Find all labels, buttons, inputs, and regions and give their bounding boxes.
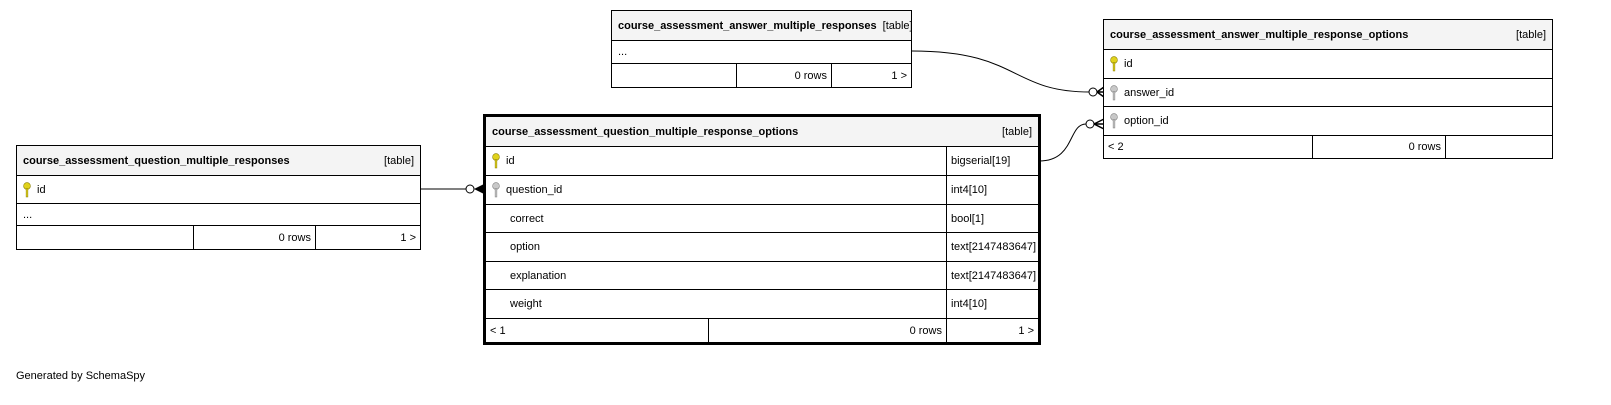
column-name: option_id xyxy=(1124,115,1169,127)
footer-children[interactable]: 1 > xyxy=(831,64,911,87)
primary-key-icon xyxy=(17,181,37,198)
column-name: option xyxy=(510,241,540,253)
table-tag: [table] xyxy=(1516,28,1546,41)
column-row-option: option text[2147483647] xyxy=(486,232,1038,261)
link-answer-id-zero-marker xyxy=(1088,87,1098,97)
table-tag: [table] xyxy=(1002,125,1032,138)
footer-row-count: 0 rows xyxy=(193,226,315,249)
table-tag: [table] xyxy=(882,19,911,32)
primary-key-icon xyxy=(1104,56,1124,72)
table-footer: < 2 0 rows xyxy=(1104,135,1552,158)
column-row-question-id: question_id int4[10] xyxy=(486,175,1038,204)
table-header: course_assessment_question_multiple_resp… xyxy=(486,117,1038,146)
column-name: id xyxy=(37,183,46,196)
more-columns: ... xyxy=(17,203,420,225)
column-row-id: id bigserial[19] xyxy=(486,146,1038,175)
footer-parents[interactable]: < 2 xyxy=(1108,141,1124,153)
footer-children xyxy=(1445,136,1552,158)
column-name: question_id xyxy=(506,184,563,196)
column-name: correct xyxy=(510,212,544,225)
table-header: course_assessment_answer_multiple_respon… xyxy=(1104,20,1552,49)
foreign-key-icon xyxy=(1104,84,1124,101)
column-row-correct: correct bool[1] xyxy=(486,204,1038,232)
column-type: text[2147483647] xyxy=(946,262,1038,289)
foreign-key-icon xyxy=(1104,113,1124,129)
link-option-id xyxy=(1038,123,1087,162)
footer-children[interactable]: 1 > xyxy=(315,226,420,249)
generated-by-credit: Generated by SchemaSpy xyxy=(16,370,146,382)
table-answer-multiple-responses[interactable]: course_assessment_answer_multiple_respon… xyxy=(611,10,912,88)
link-answer-id xyxy=(911,50,1091,93)
table-footer: < 1 0 rows 1 > xyxy=(486,318,1038,342)
column-row-id: id xyxy=(17,175,420,203)
link-answer-id-crowfoot xyxy=(1096,86,1105,98)
column-row-id: id xyxy=(1104,49,1552,78)
table-header: course_assessment_question_multiple_resp… xyxy=(17,146,420,175)
footer-row-count: 0 rows xyxy=(1312,136,1445,158)
column-name: id xyxy=(1124,58,1133,70)
column-type: int4[10] xyxy=(946,176,1038,204)
column-type: int4[10] xyxy=(946,290,1038,318)
column-type: bool[1] xyxy=(946,205,1038,232)
foreign-key-icon xyxy=(486,182,506,198)
table-header: course_assessment_answer_multiple_respon… xyxy=(612,11,911,40)
footer-parents xyxy=(17,226,193,249)
link-question-id-zero-marker xyxy=(465,184,475,194)
footer-parents xyxy=(612,64,736,87)
primary-key-icon xyxy=(486,153,506,169)
column-name: explanation xyxy=(510,269,567,282)
table-footer: 0 rows 1 > xyxy=(17,225,420,249)
link-option-id-crowfoot xyxy=(1093,118,1105,130)
table-question-multiple-responses[interactable]: course_assessment_question_multiple_resp… xyxy=(16,145,421,250)
column-name: id xyxy=(506,155,515,167)
column-row-option-id: option_id xyxy=(1104,106,1552,135)
column-row-weight: weight int4[10] xyxy=(486,289,1038,318)
table-name: course_assessment_question_multiple_resp… xyxy=(492,125,799,138)
more-columns: ... xyxy=(612,40,911,63)
footer-row-count: 0 rows xyxy=(708,319,946,342)
column-type: text[2147483647] xyxy=(946,233,1038,261)
footer-children[interactable]: 1 > xyxy=(946,319,1038,342)
table-name: course_assessment_question_multiple_resp… xyxy=(23,154,290,167)
table-tag: [table] xyxy=(384,154,414,167)
column-row-explanation: explanation text[2147483647] xyxy=(486,261,1038,289)
footer-row-count: 0 rows xyxy=(736,64,831,87)
table-name: course_assessment_answer_multiple_respon… xyxy=(618,19,877,32)
column-name: answer_id xyxy=(1124,86,1175,99)
column-type: bigserial[19] xyxy=(946,147,1038,175)
link-question-id-crowfoot xyxy=(474,184,484,194)
column-row-answer-id: answer_id xyxy=(1104,78,1552,106)
table-answer-multiple-response-options[interactable]: course_assessment_answer_multiple_respon… xyxy=(1103,19,1553,159)
link-option-id-zero-marker xyxy=(1085,119,1095,129)
column-name: weight xyxy=(510,298,542,310)
table-question-multiple-response-options[interactable]: course_assessment_question_multiple_resp… xyxy=(483,114,1041,345)
table-name: course_assessment_answer_multiple_respon… xyxy=(1110,28,1409,41)
table-footer: 0 rows 1 > xyxy=(612,63,911,87)
footer-parents[interactable]: < 1 xyxy=(490,324,506,337)
